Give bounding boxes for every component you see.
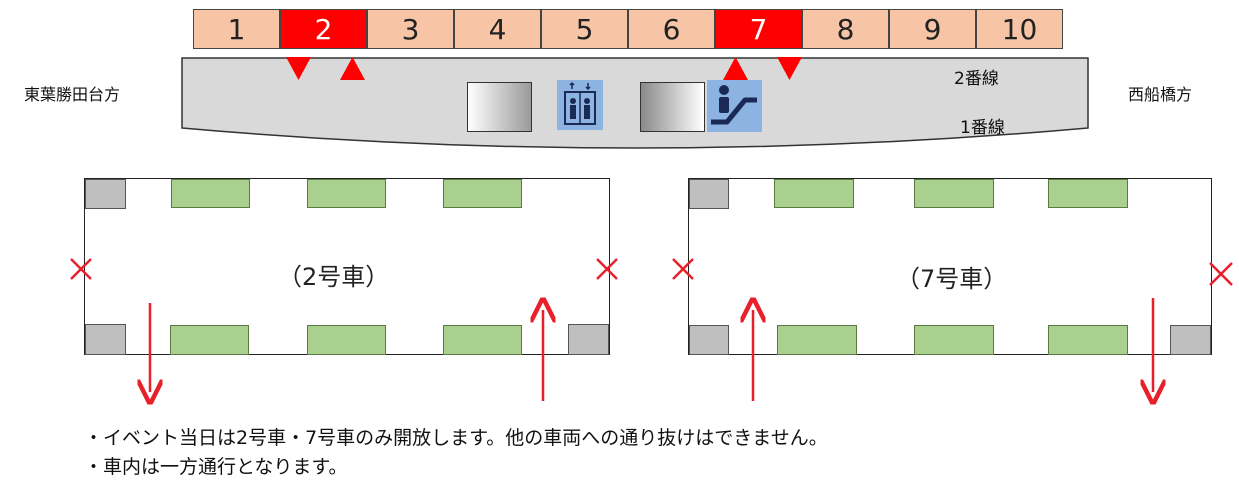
closed-end-x-icon (596, 258, 618, 280)
closed-end-x-icon (1209, 262, 1233, 286)
board-marker-car7 (723, 57, 748, 80)
car-number: 2 (314, 12, 333, 46)
seat (443, 325, 522, 355)
seat (443, 179, 522, 208)
seat (774, 179, 854, 208)
seat (777, 325, 857, 355)
platform-shape (181, 57, 1089, 149)
car-5: 5 (541, 9, 628, 49)
seat (307, 325, 386, 355)
seat (307, 179, 386, 208)
escalator-icon (707, 80, 762, 132)
car-number: 8 (836, 12, 855, 46)
track-2-label: 2番線 (954, 69, 999, 89)
car-number: 3 (401, 12, 420, 46)
car-number: 5 (575, 12, 594, 46)
corner-block (85, 324, 126, 355)
car-1: 1 (193, 9, 280, 49)
car-2: 2 (280, 9, 367, 49)
car-3: 3 (367, 9, 454, 49)
stair-panel-icon (467, 82, 532, 132)
corner-block (568, 324, 609, 355)
direction-left-label: 東葉勝田台方 (24, 85, 121, 104)
car-9: 9 (889, 9, 976, 49)
car-10: 10 (976, 9, 1063, 49)
corner-block (689, 179, 729, 209)
seat (914, 179, 994, 208)
car-7-label: （7号車） (896, 265, 1008, 293)
car-number: 9 (923, 12, 942, 46)
car-number: 10 (1001, 12, 1038, 46)
corner-block (689, 325, 729, 355)
car-4: 4 (454, 9, 541, 49)
car-number: 4 (488, 12, 507, 46)
corner-block (1170, 325, 1211, 355)
track-1-label: 1番線 (960, 118, 1005, 138)
elevator-icon (557, 80, 603, 130)
car-6: 6 (628, 9, 715, 49)
note-open-cars: ・イベント当日は2号車・7号車のみ開放します。他の車両への通り抜けはできません。 (84, 427, 828, 449)
seat (170, 325, 249, 355)
alight-marker-car7 (777, 57, 802, 80)
corner-block (85, 179, 126, 209)
stair-panel-icon (640, 82, 705, 132)
car-2-floor-plan: （2号車） (84, 178, 610, 355)
car-number: 6 (662, 12, 681, 46)
board-marker-car2 (340, 57, 365, 80)
closed-end-x-icon (70, 258, 92, 280)
seat (1048, 179, 1128, 208)
car-8: 8 (802, 9, 889, 49)
seat (914, 325, 994, 355)
car-number: 7 (749, 12, 768, 46)
alight-marker-car2 (286, 57, 311, 80)
closed-end-x-icon (672, 258, 694, 280)
car-7-floor-plan: （7号車） (688, 178, 1212, 355)
seat (171, 179, 250, 208)
seat (1048, 325, 1128, 355)
direction-right-label: 西船橋方 (1128, 85, 1193, 104)
car-7: 7 (715, 9, 802, 49)
car-2-label: （2号車） (278, 263, 390, 291)
note-one-way: ・車内は一方通行となります。 (84, 456, 348, 478)
car-number: 1 (227, 12, 246, 46)
